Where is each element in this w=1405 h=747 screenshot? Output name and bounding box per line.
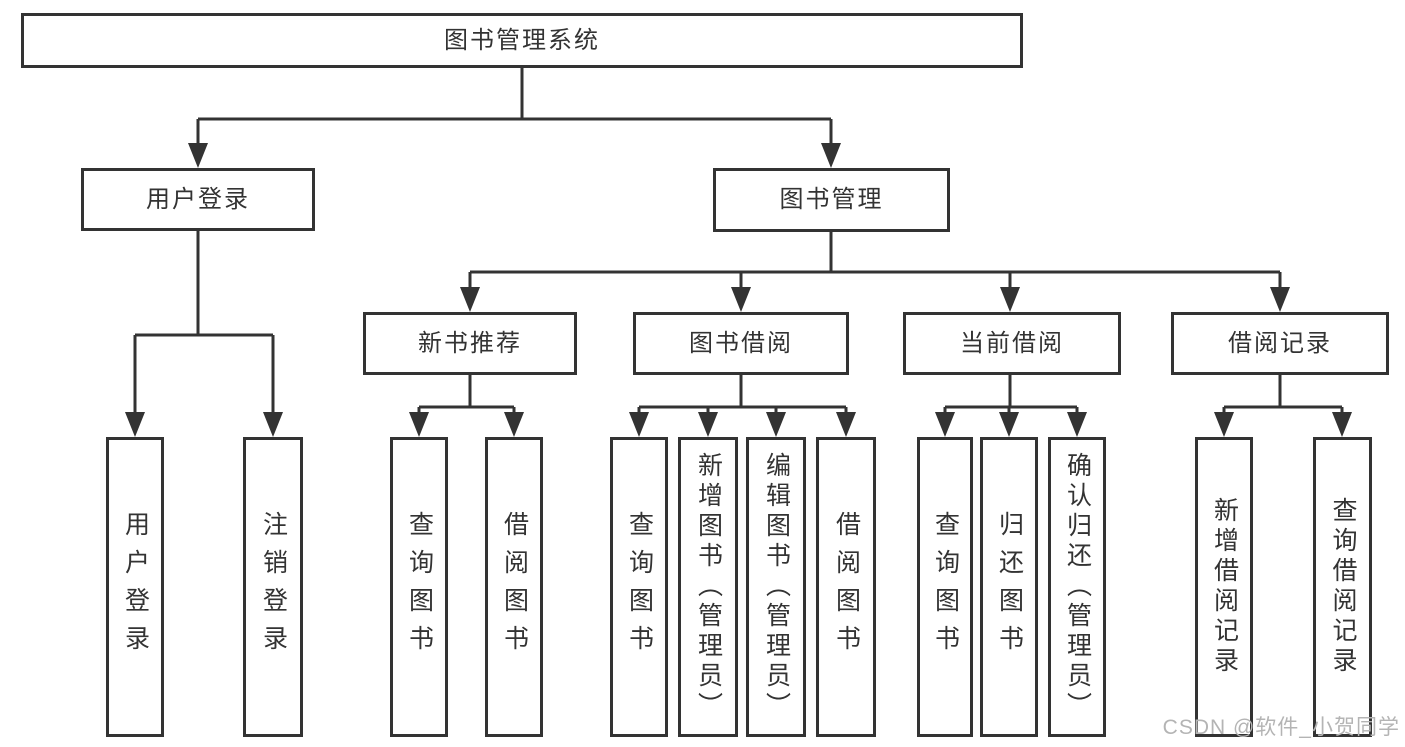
leaf-label: 编辑图书（管理员） [762, 452, 791, 722]
leaf-label: 归还图书 [995, 511, 1024, 663]
node-library-management-system: 图书管理系统 [21, 13, 1023, 68]
leaf-label: 用户登录 [121, 511, 150, 663]
leaf-label: 查询借阅记录 [1329, 497, 1357, 677]
node-current-borrowing: 当前借阅 [903, 312, 1121, 375]
leaf-return-books: 归还图书 [980, 437, 1038, 737]
node-new-book-recommendation: 新书推荐 [363, 312, 577, 375]
node-book-borrowing: 图书借阅 [633, 312, 849, 375]
leaf-borrow-books-recommend: 借阅图书 [485, 437, 543, 737]
leaf-label: 借阅图书 [500, 511, 529, 663]
leaf-query-books-current: 查询图书 [917, 437, 973, 737]
node-book-management: 图书管理 [713, 168, 950, 232]
leaf-label: 查询图书 [931, 511, 960, 663]
leaf-label: 确认归还（管理员） [1063, 452, 1092, 722]
leaf-label: 查询图书 [625, 511, 654, 663]
leaf-label: 查询图书 [405, 511, 434, 663]
leaf-add-books-admin: 新增图书（管理员） [678, 437, 738, 737]
node-borrowing-records: 借阅记录 [1171, 312, 1389, 375]
node-label: 图书管理 [779, 186, 884, 213]
arrowheads [125, 143, 1352, 437]
node-label: 当前借阅 [960, 329, 1064, 357]
leaf-label: 借阅图书 [832, 511, 861, 663]
node-label: 图书借阅 [689, 329, 793, 357]
leaf-add-borrow-record: 新增借阅记录 [1195, 437, 1253, 737]
leaf-query-books-recommend: 查询图书 [390, 437, 448, 737]
leaf-query-borrow-record: 查询借阅记录 [1313, 437, 1372, 737]
leaf-query-books-borrowing: 查询图书 [610, 437, 668, 737]
node-user-login: 用户登录 [81, 168, 315, 231]
node-label: 借阅记录 [1228, 329, 1332, 357]
leaf-logout: 注销登录 [243, 437, 303, 737]
leaf-edit-books-admin: 编辑图书（管理员） [746, 437, 806, 737]
leaf-borrow-books-borrowing: 借阅图书 [816, 437, 876, 737]
leaf-label: 新增图书（管理员） [694, 452, 723, 722]
leaf-label: 注销登录 [259, 511, 288, 663]
leaf-label: 新增借阅记录 [1210, 497, 1239, 677]
node-label: 新书推荐 [418, 329, 522, 357]
watermark: CSDN @软件_小贺同学 [1162, 716, 1400, 739]
node-label: 用户登录 [146, 185, 250, 213]
leaf-user-login: 用户登录 [106, 437, 164, 737]
leaf-confirm-return-admin: 确认归还（管理员） [1048, 437, 1106, 737]
node-label: 图书管理系统 [444, 26, 600, 54]
